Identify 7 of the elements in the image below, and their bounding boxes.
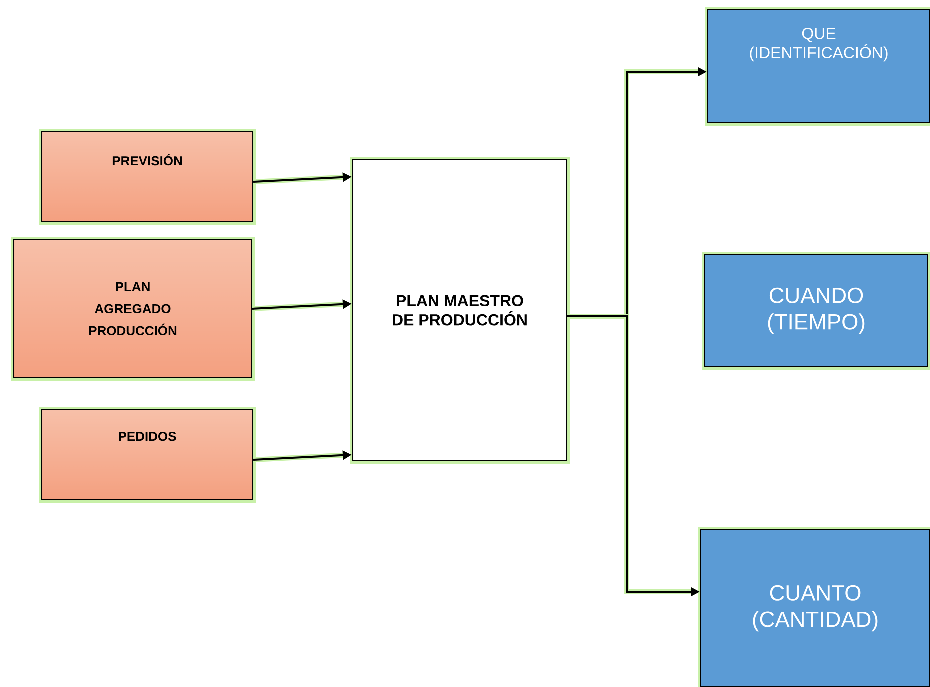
input-box: PLAN AGREGADO PRODUCCIÓN (11, 237, 255, 381)
output-box: CUANDO (TIEMPO) (702, 252, 930, 370)
input-box: PEDIDOS (39, 407, 256, 503)
output-box: CUANTO (CANTIDAD) (698, 527, 930, 687)
input-box: PREVISIÓN (39, 129, 256, 225)
output-box: QUE (IDENTIFICACIÓN) (705, 7, 930, 126)
process-box: PLAN MAESTRO DE PRODUCCIÓN (350, 157, 570, 464)
